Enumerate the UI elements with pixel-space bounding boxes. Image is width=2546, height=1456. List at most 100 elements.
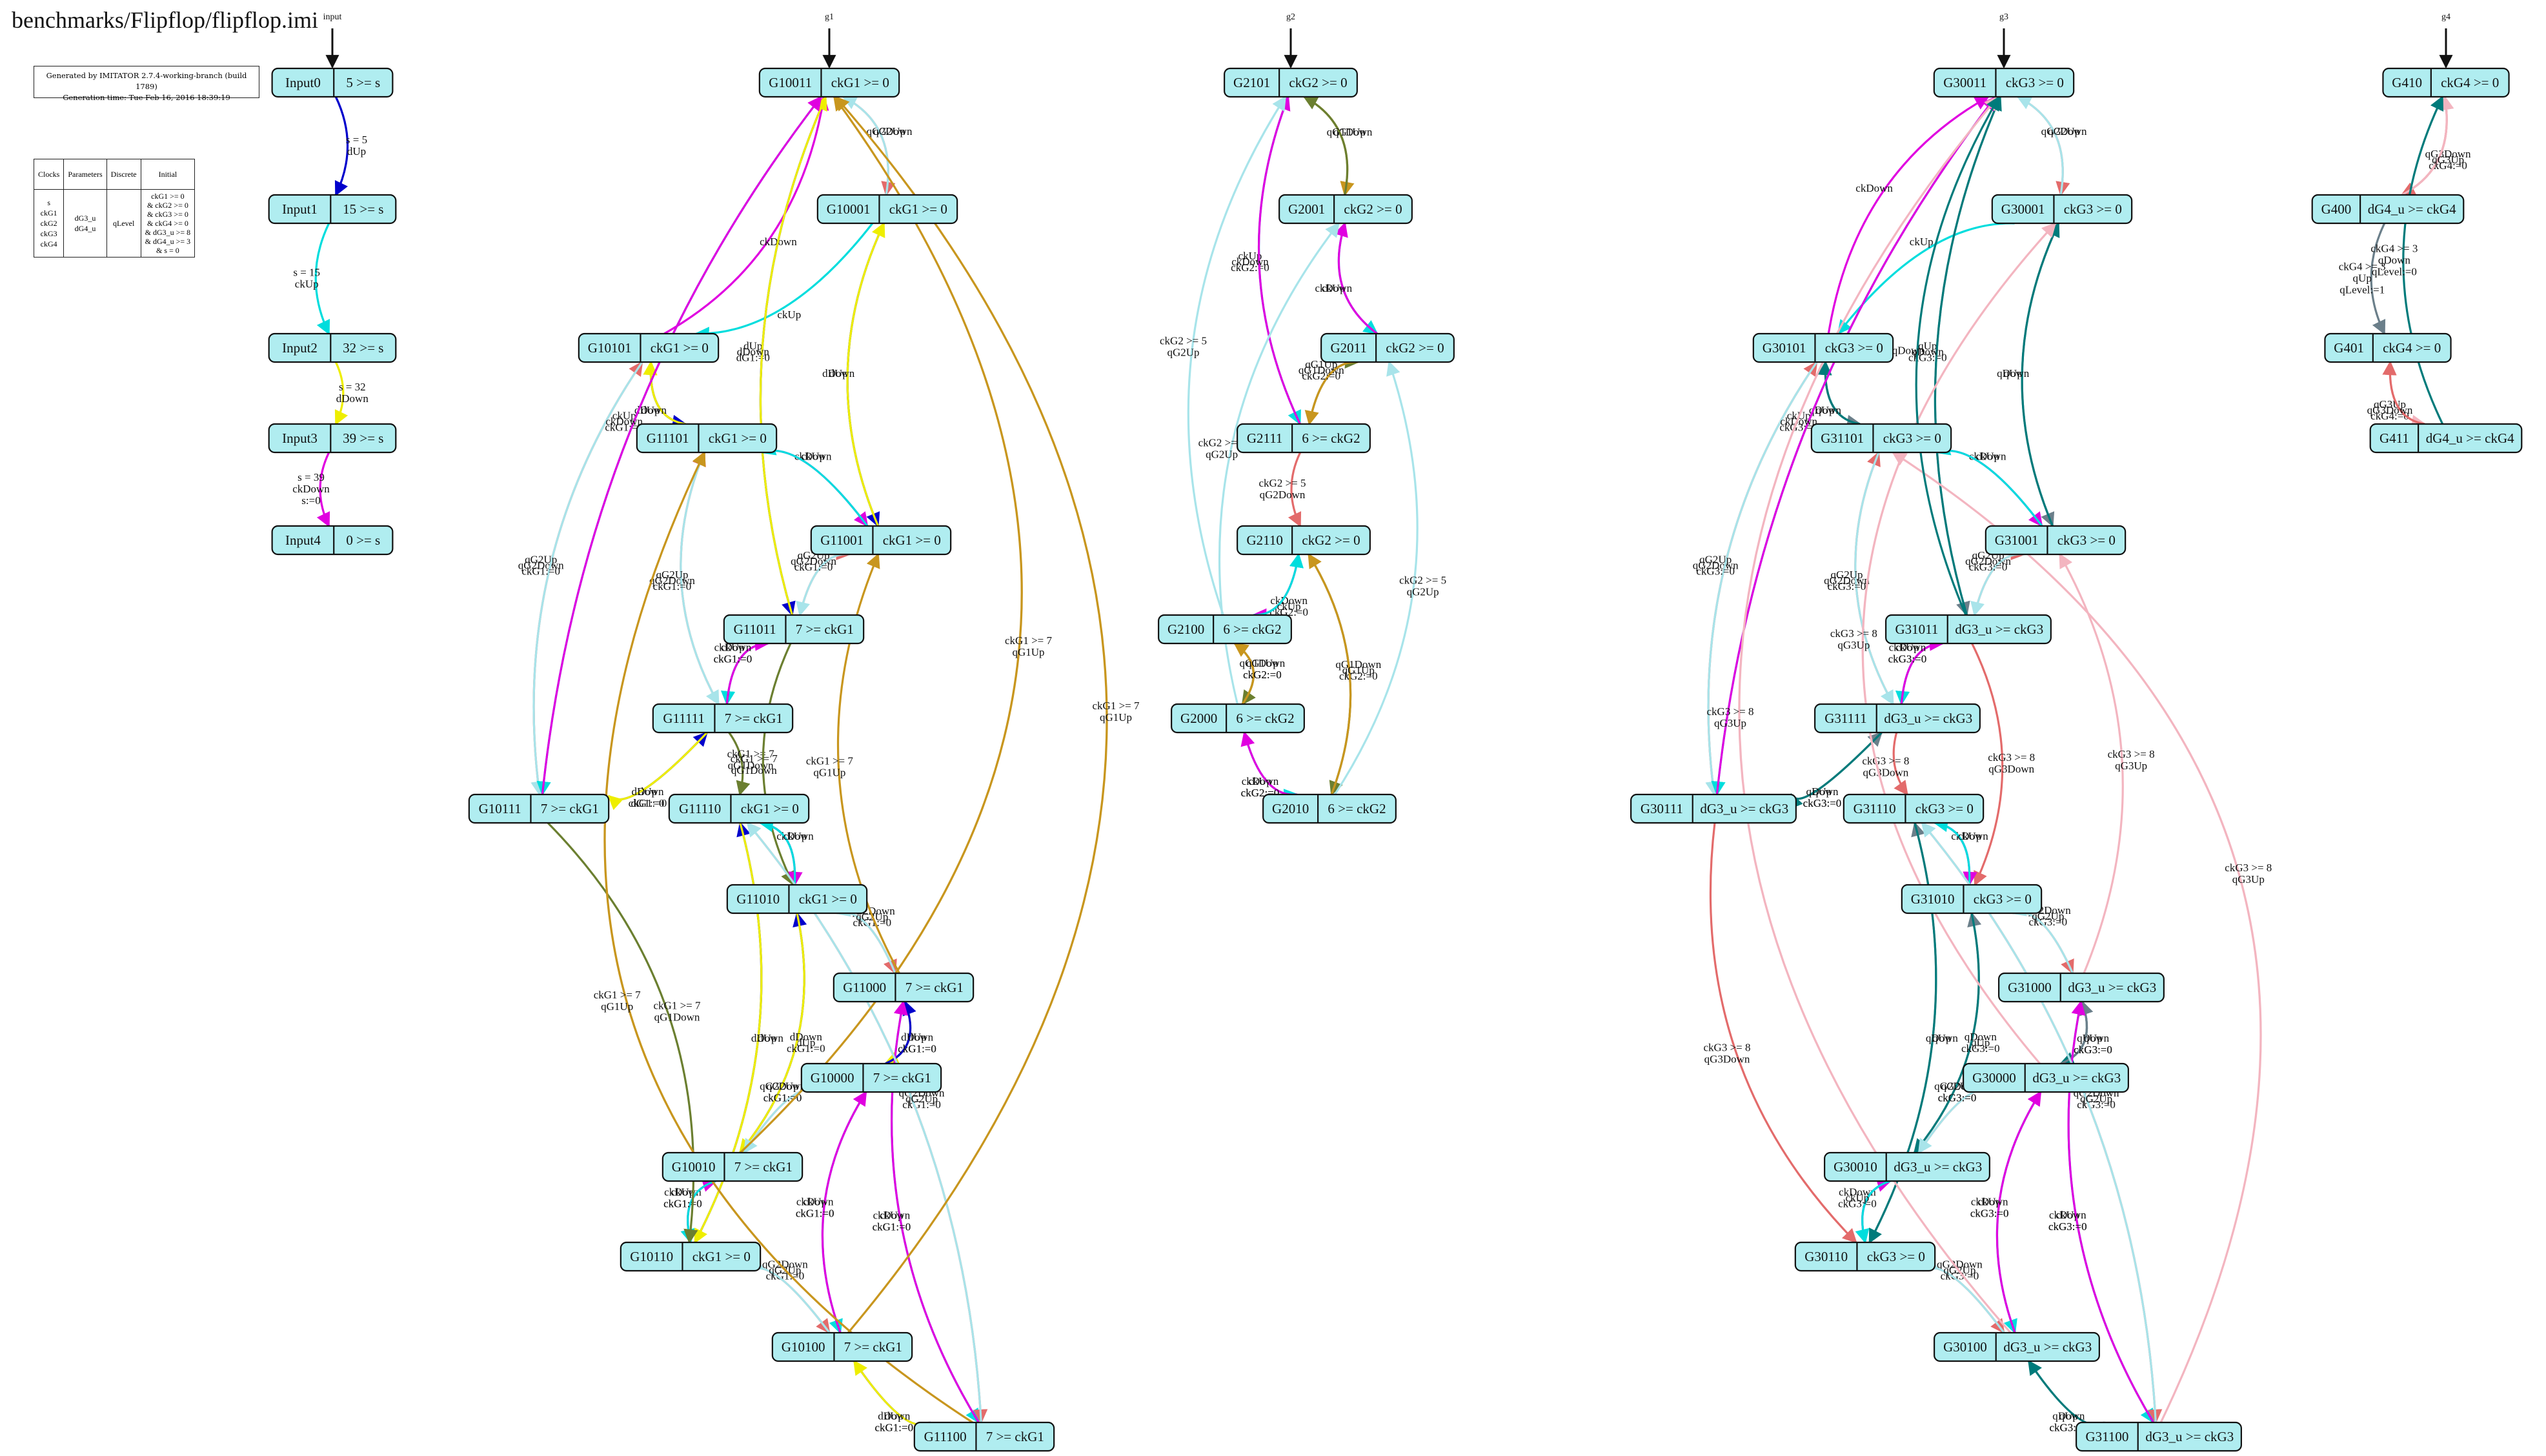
state-invariant: ckG3 >= 0 [2006,75,2064,90]
transition-arrow [607,731,708,811]
transition-arrow [762,643,794,887]
transition-label-line: qG3Up [2115,760,2147,772]
transition-label-line: qG2Up [905,1093,938,1105]
transition-label-line: ckDown [1969,450,2006,462]
state-name: G30111 [1641,801,1683,816]
parameter-item: dG4_u [74,224,96,233]
state-invariant: 7 >= ckG1 [541,801,599,816]
transition-label-line: ckG3:=0 [1696,565,1735,578]
transition-label-line: qG3Up [2432,154,2464,166]
state-box [1933,67,2075,98]
transition-label: ckDown [1855,182,1893,194]
state-invariant: ckG3 >= 0 [1867,1249,1925,1264]
clock-item: ckG2 [40,219,57,228]
transition-g30101-g30011: ckDown [1827,96,1990,334]
state-box [652,703,794,734]
transition-label: ckDown [794,450,832,462]
state-invariant: ckG2 >= 0 [1344,201,1402,217]
state-name: G11111 [663,711,705,726]
transition-arrow [694,223,874,341]
transition-arrow [1892,451,2262,1423]
transition-arrow [314,223,330,336]
parameters-header: Parameters [63,159,107,190]
transition-label-line: qLevel:=0 [2372,266,2417,278]
transition-label-line: ckUp [295,278,319,290]
transition-label-line: ckUp [777,308,801,321]
transition-label-line: s = 15 [293,267,320,279]
state-box [771,1331,913,1362]
state-invariant: dG4_u >= ckG4 [2368,201,2456,217]
automaton-label-g3: g3 [1999,12,2008,22]
state-name: G400 [2321,201,2352,217]
state-name: G2000 [1180,711,1217,726]
transition-arrow [759,95,827,616]
state-invariant: 15 >= s [343,201,383,217]
transition-g11011-g10011: dDown [737,95,827,616]
transition-label-line: ckG3:=0 [2048,1220,2087,1233]
transition-label-line: qG1Up [1342,664,1375,676]
state-name: G2010 [1272,801,1309,816]
state-name: G11000 [843,980,886,995]
transition-label-line: ckG3:=0 [1941,1270,1979,1282]
transition-label-line: qUp [2059,1410,2078,1422]
transition-label-line: s = 39 [298,471,325,483]
transition-arrow [739,96,1023,1154]
state-name: G2011 [1330,340,1366,356]
transition-label: qDown [1912,346,1945,358]
transition-label-line: ckG1:=0 [714,653,753,665]
transition-label-line: qG2Up [656,569,688,581]
clock-item: ckG1 [40,208,57,217]
transition-label-line: qG2Up [1206,449,1238,461]
transition-label-line: ckG4:=0 [2370,410,2409,422]
transition-arrow [1709,822,1857,1244]
state-name: G31111 [1824,711,1866,726]
transition-label-line: ckG1 >= 7 [731,753,778,765]
state-name: G11001 [820,532,864,548]
transition-label-line: qG3Down [1863,767,1908,779]
transition-label-line: ckG3:=0 [1961,1042,2000,1055]
transition-label: ckDown [1969,450,2006,462]
transition-label-line: ckUp [801,450,825,462]
transition-label-line: qUp [2353,272,2372,285]
discrete-list: qLevel [106,189,141,258]
state-name: G2110 [1246,532,1282,548]
transition-g2011-g2001: ckDown [1315,221,1378,335]
transition-label: ckDown [1231,256,1269,268]
transition-label: qG2Down [518,560,564,572]
transition-label: qG1Up [1342,664,1375,676]
transition-arrow [738,913,805,1154]
transition-label: qG2Down [1824,574,1870,587]
transition-label: qDown [1997,367,2030,379]
state-name: G2100 [1167,622,1204,637]
transition-label-line: ckUp [1895,642,1919,654]
transition-label-line: qG2Down [791,555,836,567]
transition-arrow [1187,96,1287,616]
initial-constraint: ckG1 >= 0 & ckG2 >= 0 & ckG3 >= 0 & ckG4… [140,189,196,258]
transition-g31010-g31110: ckUp [1933,818,1981,885]
